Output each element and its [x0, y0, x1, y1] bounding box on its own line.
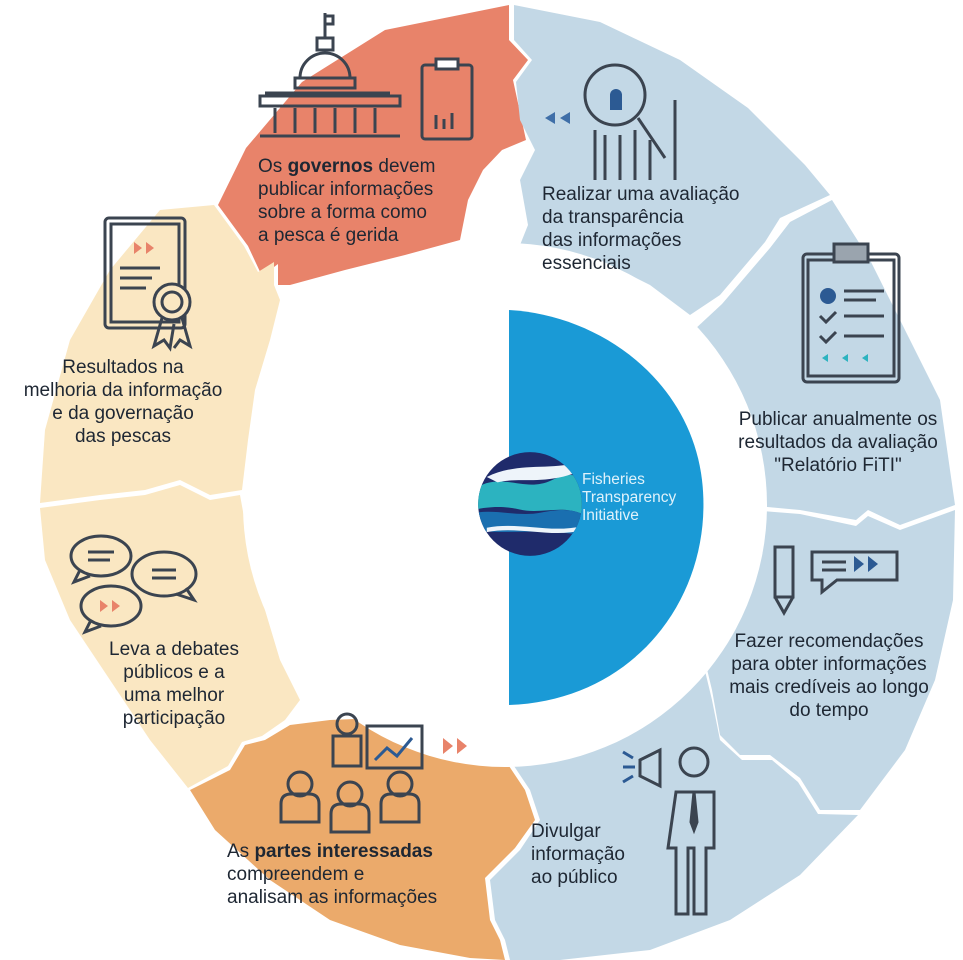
org-name-line3: Initiative — [582, 507, 639, 524]
step-text-debates: Leva a debates públicos e a uma melhor p… — [109, 639, 239, 729]
clipboard-checklist-icon — [801, 242, 901, 384]
step-text-dissemination: Divulgar informação ao público — [531, 821, 625, 888]
step-text-assessment: Realizar uma avaliação da transparência … — [542, 184, 740, 274]
step-text-stakeholders: As partes interessadas compreendem e ana… — [227, 841, 438, 908]
center-blue-disc — [509, 310, 704, 705]
capitol-building-icon — [258, 13, 402, 138]
clipboard-chart-icon — [420, 57, 474, 141]
org-name-line1: Fisheries — [582, 471, 645, 488]
step-text-report: Publicar anualmente os resultados da ava… — [738, 409, 938, 476]
megaphone-person-icon — [622, 746, 716, 916]
fiti-logo-icon — [478, 452, 582, 556]
segment-stakeholders — [190, 718, 535, 960]
pencil-chat-icon — [773, 545, 899, 617]
certificate-icon — [103, 216, 193, 352]
org-name-line2: Transparency — [582, 489, 677, 506]
segment-recommendations — [700, 510, 955, 810]
chat-bubbles-icon — [69, 534, 198, 635]
step-text-results: Resultados na melhoria da informação e d… — [23, 357, 223, 447]
magnifier-icon — [545, 63, 677, 180]
segment-governments — [218, 5, 528, 285]
step-text-recommendations: Fazer recomendações para obter informaçõ… — [729, 631, 929, 721]
segment-results — [40, 205, 280, 503]
step-text-governments: Os governos devem publicar informações s… — [258, 156, 436, 246]
presentation-group-icon — [279, 712, 467, 834]
segment-assessment — [514, 5, 830, 315]
